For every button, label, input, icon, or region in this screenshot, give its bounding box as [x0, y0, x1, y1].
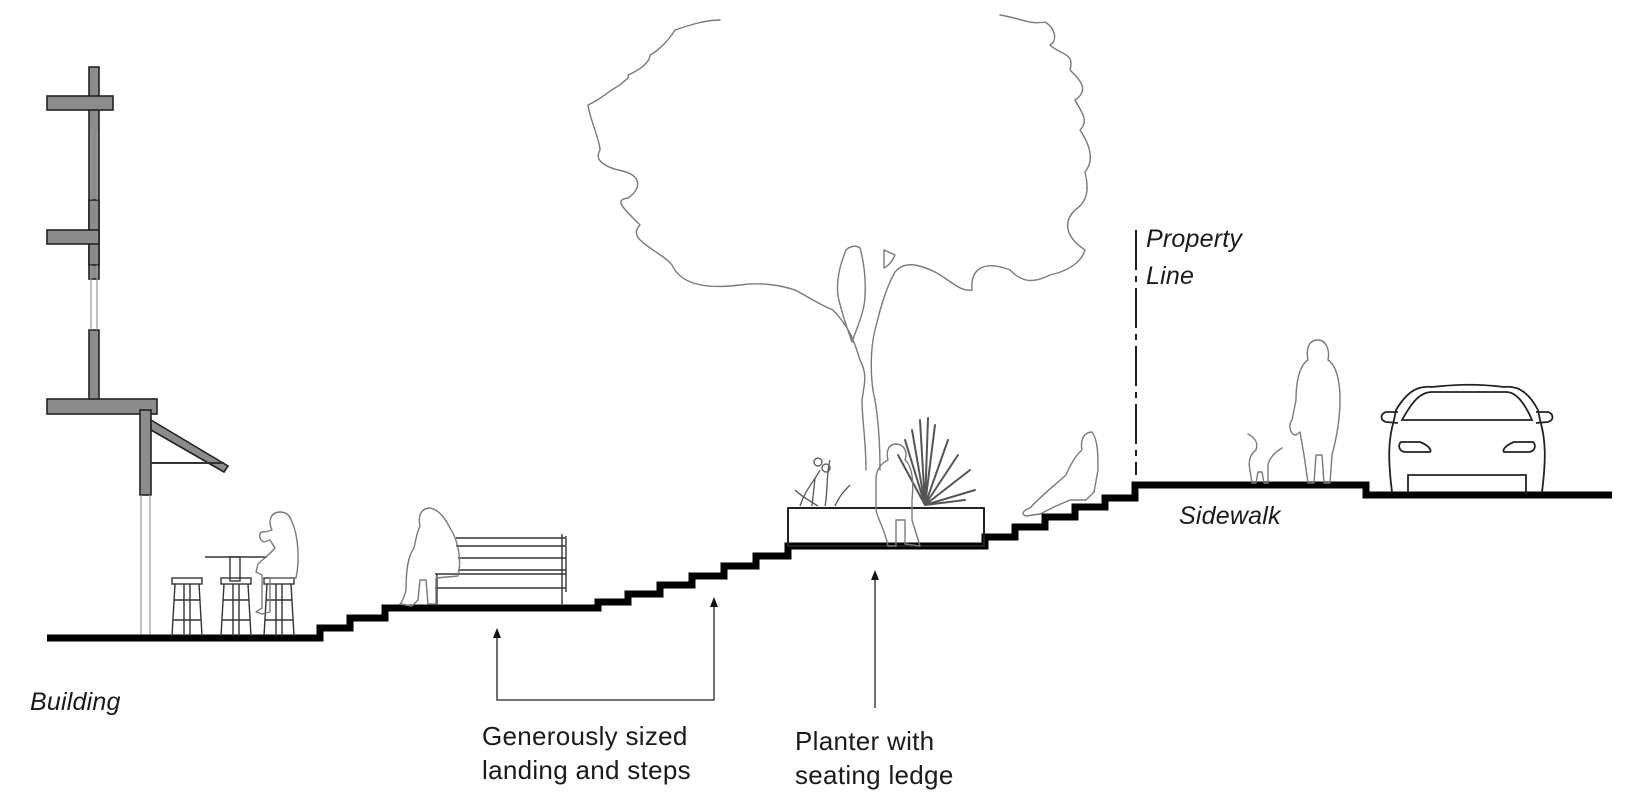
label-sidewalk: Sidewalk: [1179, 502, 1281, 530]
label-landing-steps-2: landing and steps: [482, 755, 691, 785]
storefront-header: [139, 409, 152, 496]
stool: [263, 577, 295, 637]
building-slab-ground: [46, 398, 158, 415]
awning-canopy: [150, 418, 230, 474]
building-slab-mid: [46, 229, 100, 245]
table-pedestal: [229, 556, 241, 582]
building-upper-wall: [88, 66, 100, 280]
building-wall-low: [88, 329, 100, 401]
label-landing-steps-1: Generously sized: [482, 721, 688, 751]
arrowhead-icon: [710, 597, 718, 607]
stool: [220, 577, 252, 637]
tree: [587, 14, 1092, 471]
seated-person-bench: [399, 507, 461, 607]
stool: [171, 577, 203, 637]
arrowhead-icon: [871, 570, 879, 580]
dog: [1247, 433, 1283, 484]
label-property-line-2: Line: [1146, 262, 1195, 290]
landing-steps-leader: [493, 597, 718, 701]
yucca-plant: [897, 417, 976, 506]
label-building: Building: [30, 688, 121, 716]
label-planter-2: seating ledge: [795, 760, 954, 790]
walking-person: [1289, 339, 1341, 484]
cafe-table-with-stools: [171, 556, 295, 637]
reclining-person-steps: [1022, 431, 1099, 517]
label-property-line-1: Property: [1146, 225, 1243, 253]
ground-profile: [47, 481, 1612, 642]
awning: [150, 418, 230, 474]
building-facade: [46, 66, 158, 637]
seated-person-cafe: [255, 511, 299, 615]
planter-leader: [871, 570, 879, 708]
seated-person-planter: [875, 443, 921, 547]
arrowhead-icon: [493, 628, 501, 638]
car: [1380, 383, 1554, 494]
flowering-shrub: [794, 457, 851, 507]
bench: [435, 534, 567, 606]
planter: [787, 507, 985, 547]
building-slab-top: [46, 95, 114, 111]
label-planter-1: Planter with: [795, 726, 935, 756]
